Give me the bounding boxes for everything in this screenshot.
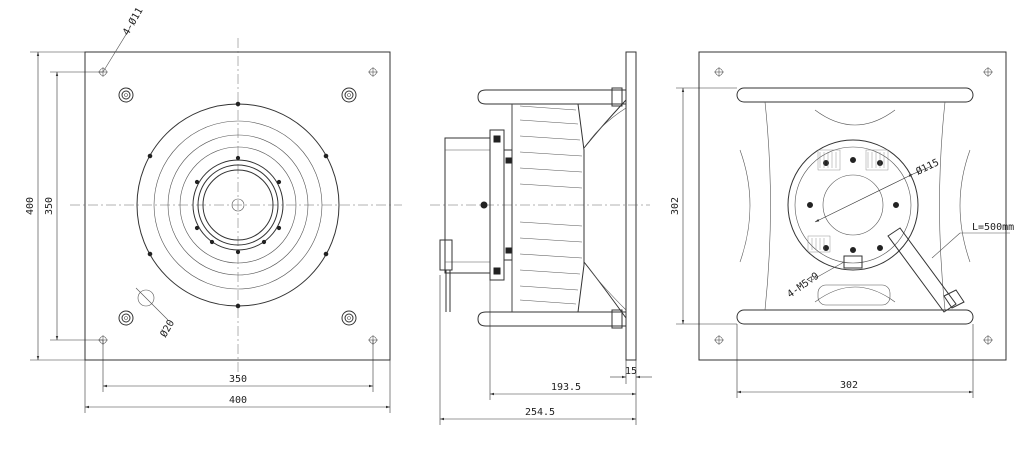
dim-back-height: 302 bbox=[670, 197, 681, 215]
front-view bbox=[70, 27, 402, 372]
dim-width-outer: 400 bbox=[229, 395, 247, 406]
dim-pcd-label: Ø115 bbox=[914, 156, 941, 177]
dim-cable-label: L=500mm bbox=[972, 222, 1014, 233]
dim-depth-fan: 193.5 bbox=[551, 382, 581, 393]
front-bolt-top-left bbox=[118, 87, 134, 103]
dim-width-inner: 350 bbox=[229, 374, 247, 385]
dim-height-inner: 350 bbox=[44, 197, 55, 215]
dim-depth-total: 254.5 bbox=[525, 407, 555, 418]
dim-threads-label: 4-M5▽9 bbox=[785, 271, 821, 301]
side-view bbox=[430, 51, 650, 361]
front-bolt-bottom-left bbox=[118, 310, 134, 326]
dim-height-outer: 400 bbox=[25, 197, 36, 215]
dim-back-width: 302 bbox=[840, 380, 858, 391]
side-dimensions bbox=[439, 275, 652, 425]
dim-holes-label: 4-Ø11 bbox=[120, 5, 145, 37]
front-bolt-bottom-right bbox=[341, 310, 357, 326]
front-plate-outline bbox=[84, 51, 391, 361]
back-view bbox=[698, 51, 1010, 361]
dim-flange: 15 bbox=[625, 366, 637, 377]
dim-small-hole-label: Ø20 bbox=[158, 318, 177, 340]
back-dimensions bbox=[676, 87, 974, 398]
front-dimensions bbox=[30, 51, 391, 413]
front-bolt-top-right bbox=[341, 87, 357, 103]
